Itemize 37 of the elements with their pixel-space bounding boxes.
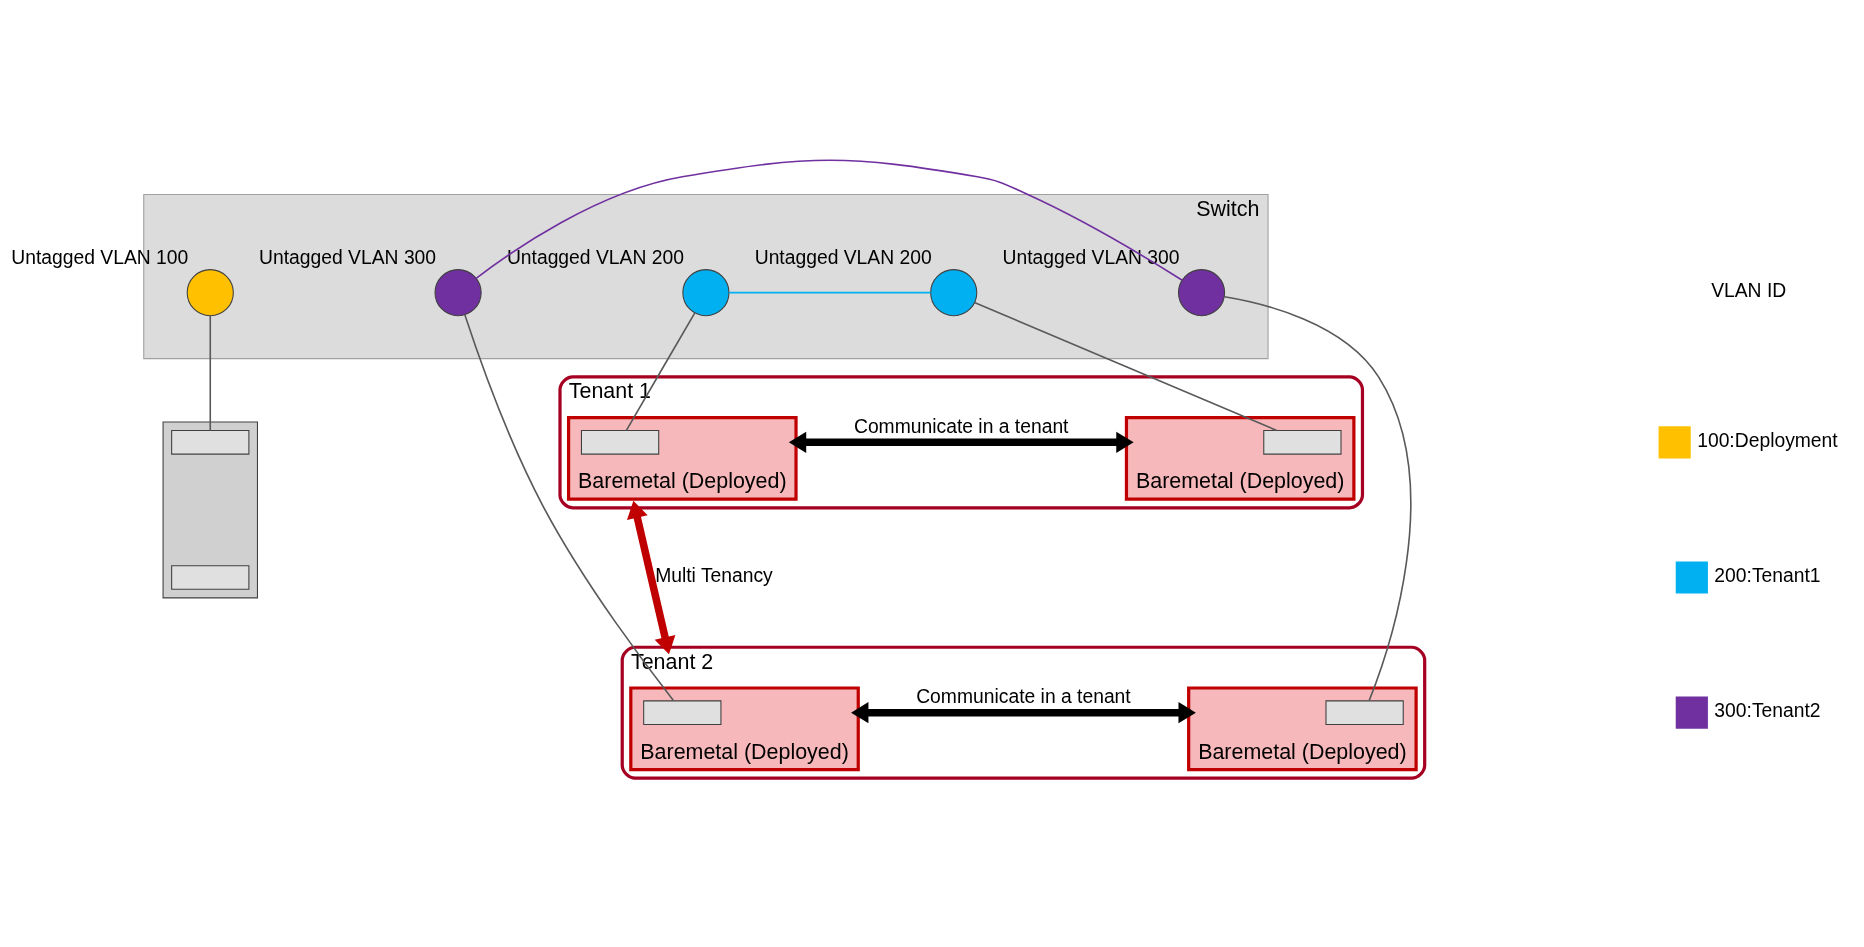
arrow xyxy=(626,500,676,655)
node-circle xyxy=(434,269,482,317)
node-box xyxy=(580,430,660,455)
node-circle xyxy=(186,269,234,317)
node-label: Untagged VLAN 300 xyxy=(1002,246,1180,268)
cluster: Baremetal (Deployed) xyxy=(629,686,860,772)
arrow xyxy=(788,431,1134,453)
connector xyxy=(974,301,1278,432)
connector xyxy=(625,312,696,432)
edge-label: Multi Tenancy xyxy=(655,565,773,587)
edge-label: Communicate in a tenant xyxy=(853,416,1069,438)
node-label: Untagged VLAN 300 xyxy=(259,246,437,268)
node-box xyxy=(1263,430,1342,455)
label: VLAN ID xyxy=(1711,280,1787,302)
connector xyxy=(475,159,1183,281)
edge-label: Communicate in a tenant xyxy=(916,686,1131,708)
node-box xyxy=(171,430,250,455)
node-box xyxy=(1325,700,1404,726)
node-label: Untagged VLAN 200 xyxy=(506,246,684,268)
node-box xyxy=(643,700,722,726)
legend-label: 300:Tenant2 xyxy=(1714,700,1821,722)
node-circle xyxy=(682,269,730,317)
cluster xyxy=(162,421,258,599)
node-circle xyxy=(1177,269,1226,317)
node-circle xyxy=(930,269,978,317)
connector xyxy=(209,315,212,432)
legend-label: 100:Deployment xyxy=(1697,430,1838,452)
node-box xyxy=(171,565,250,590)
cluster: Baremetal (Deployed) xyxy=(1187,686,1418,772)
cluster: Baremetal (Deployed) xyxy=(1124,416,1356,501)
connector xyxy=(1223,295,1412,702)
legend-label: 200:Tenant1 xyxy=(1714,565,1821,587)
connector xyxy=(728,291,932,294)
node-label: Untagged VLAN 200 xyxy=(754,246,932,268)
arrow xyxy=(851,702,1196,724)
connector xyxy=(464,313,675,702)
cluster: Baremetal (Deployed) xyxy=(566,416,798,501)
